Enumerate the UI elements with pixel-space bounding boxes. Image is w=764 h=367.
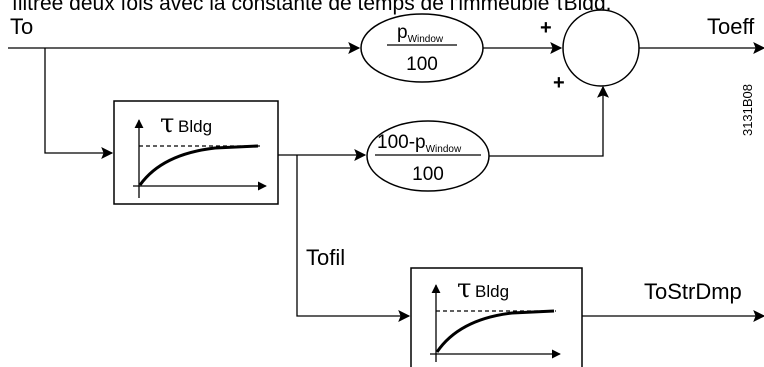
gain-top-denominator: 100 (406, 54, 438, 75)
wire-branch-to-filter2 (296, 155, 411, 322)
summing-junction (562, 9, 640, 87)
gain-bottom-numerator: 100-pWindow (377, 132, 462, 155)
filter-1-tau-symbol: τ (160, 109, 174, 139)
filter-1-tau-label: Bldg (178, 117, 212, 136)
gain-block-window: pWindow 100 (360, 13, 484, 83)
gain-top-numerator: pWindow (397, 22, 444, 45)
filter-2-tau-label: Bldg (475, 282, 509, 301)
sum-sign-bottom: + (553, 72, 565, 94)
filter-2-response-curve (435, 309, 555, 353)
signal-label-tostrdmp: ToStrDmp (644, 279, 742, 304)
signal-label-to: To (10, 14, 33, 39)
gain-bottom-denominator: 100 (412, 164, 444, 185)
wire-to-branch-filter1 (44, 48, 114, 159)
signal-label-toeff: Toeff (707, 14, 755, 39)
caption-fragment: filtrée deux fois avec la constante de t… (12, 0, 611, 15)
filter-block-2: τ Bldg (410, 267, 583, 367)
signal-label-tofil: Tofil (306, 245, 345, 270)
filter-block-1: τ Bldg (113, 100, 279, 205)
filter-1-response-curve (138, 144, 259, 186)
figure-code: 3131B08 (740, 84, 755, 136)
sum-sign-top: + (540, 17, 552, 39)
gain-block-complement: 100-pWindow 100 (366, 120, 490, 192)
wire-gain-bottom-to-sum (489, 85, 609, 157)
filter-2-tau-symbol: τ (457, 274, 471, 304)
